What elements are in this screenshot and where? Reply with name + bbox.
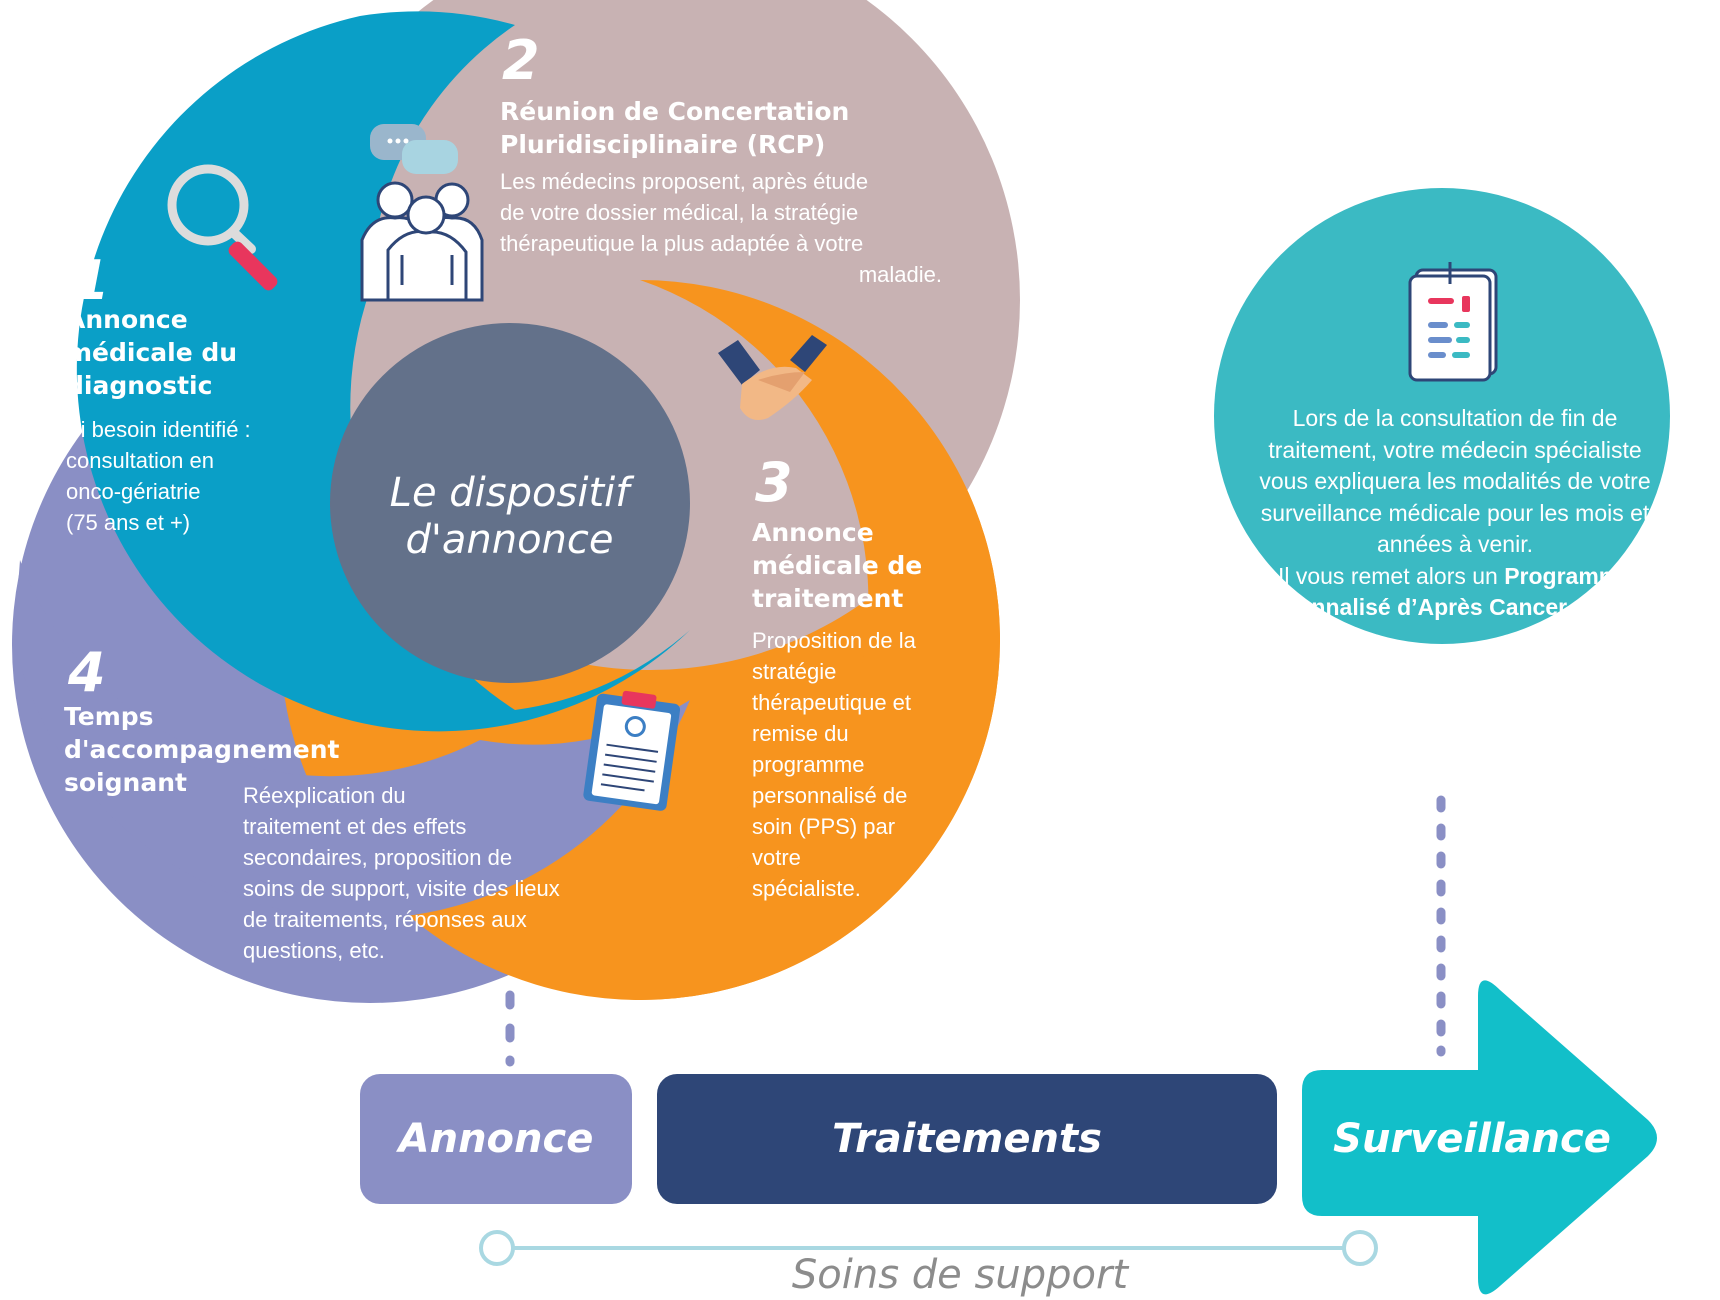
magnifier-icon (167, 164, 278, 291)
surveillance-text-line: surveillance médicale pour les mois et (1260, 499, 1650, 526)
support-line (479, 1230, 1378, 1266)
step1-title: Annonce médicale du diagnostic (66, 303, 237, 402)
medical-team-icon (360, 181, 484, 302)
step1-text: Si besoin identifié : consultation en on… (66, 414, 251, 538)
surveillance-text-line: Il vous remet alors un Programme (1205, 561, 1705, 593)
step3-text-line: thérapeutique et (752, 690, 912, 715)
step1-number: 1 (72, 249, 110, 312)
step1-text-line: onco-gériatrie (66, 479, 201, 504)
surveillance-text-suffix: (PPAC). (1567, 594, 1663, 620)
step4-title-line: soignant (64, 768, 187, 797)
step1-title-line: médicale du (66, 338, 238, 367)
step1-text-line: (75 ans et +) (66, 510, 191, 535)
step3-title-line: traitement (752, 584, 904, 613)
step1-text-line: consultation en (66, 448, 214, 473)
center-label-line: Le dispositif (389, 470, 630, 516)
step3-text-line: personnalisé de (752, 783, 908, 808)
step1-title-line: diagnostic (66, 371, 213, 400)
step2-text-line: Les médecins proposent, après étude (500, 169, 869, 194)
surveillance-text-line: Personnalisé d’Après Cancer (PPAC). (1205, 592, 1705, 624)
annonce-box (360, 1074, 632, 1204)
step2-title-line: Réunion de Concertation (500, 97, 850, 126)
surveillance-text-bold: Personnalisé d’Après Cancer (1247, 594, 1568, 620)
traitements-box (657, 1074, 1277, 1204)
support-label: Soins de support (791, 1252, 1129, 1298)
center-label-line: d'annonce (405, 517, 614, 563)
step4-text-line: questions, etc. (243, 938, 385, 963)
step3-text-line: spécialiste. (752, 876, 861, 901)
step4-number: 4 (68, 641, 106, 704)
step3-text-line: remise du (752, 721, 849, 746)
step3-text-line: programme (752, 752, 865, 777)
surveillance-text-bold: Programme (1504, 562, 1633, 589)
step4-title-line: d'accompagnement (64, 735, 340, 764)
annonce-label: Annonce (398, 1116, 594, 1162)
step2-title: Réunion de Concertation Pluridisciplinai… (500, 95, 849, 161)
surveillance-circle (1214, 188, 1670, 644)
step4-title-line: Temps (64, 702, 154, 731)
step1-text-line: Si besoin identifié : (66, 417, 251, 442)
speech-bubbles-icon (370, 124, 458, 174)
step2-number: 2 (502, 29, 540, 92)
step3-number: 3 (755, 451, 793, 514)
step4-text-line: secondaires, proposition de (243, 845, 513, 870)
step3-text-line: stratégie (752, 659, 837, 684)
step2-text-line: maladie. (858, 262, 942, 287)
document-icon (1408, 262, 1498, 382)
clipboard-icon (583, 690, 681, 811)
surveillance-text-line: Lors de la consultation de fin de (1292, 405, 1618, 431)
step4-title: Temps d'accompagnement soignant (64, 700, 339, 799)
step4-text-line: Réexplication du (243, 783, 406, 808)
center-label: Le dispositif d'annonce (337, 470, 682, 564)
step4-text-line: soins de support, visite des lieux (243, 876, 560, 901)
center-circle (330, 323, 690, 683)
step3-text: Proposition de la stratégie thérapeutiqu… (752, 625, 916, 904)
step2-text: Les médecins proposent, après étude de v… (500, 166, 942, 290)
surveillance-text-line: vous expliquera les modalités de votre (1259, 468, 1651, 494)
step2-text-line: thérapeutique la plus adaptée à votre (500, 231, 864, 256)
step4-text: Réexplication du traitement et des effet… (243, 780, 560, 966)
step3-text-line: Proposition de la (752, 628, 916, 653)
step3-front (420, 280, 1000, 1000)
step3-text-line: soin (PPS) par (752, 814, 896, 839)
surveillance-text-prefix: Il vous remet alors un (1277, 562, 1505, 589)
step4-text-line: traitement et des effets (243, 814, 467, 839)
step3-title-line: médicale de (752, 551, 923, 580)
step2-title-line: Pluridisciplinaire (RCP) (500, 130, 826, 159)
step3-text-line: votre (752, 845, 801, 870)
handshake-icon (718, 335, 827, 421)
surveillance-arrow (1302, 980, 1657, 1295)
step4-text-line: de traitements, réponses aux (243, 907, 527, 932)
step1-crescent (76, 11, 690, 732)
surveillance-label: Surveillance (1333, 1116, 1611, 1162)
surveillance-text-line: années à venir. (1376, 531, 1533, 557)
traitements-label: Traitements (832, 1116, 1102, 1162)
step4-front (14, 560, 690, 919)
step3-title-line: Annonce (752, 518, 874, 547)
surveillance-text-line: traitement, votre médecin spécialiste (1268, 436, 1642, 463)
step1-title-line: Annonce (66, 305, 188, 334)
step3-title: Annonce médicale de traitement (752, 516, 922, 615)
step2-text-line: de votre dossier médical, la stratégie (500, 200, 859, 225)
surveillance-text: Lors de la consultation de fin de traite… (1205, 403, 1705, 624)
